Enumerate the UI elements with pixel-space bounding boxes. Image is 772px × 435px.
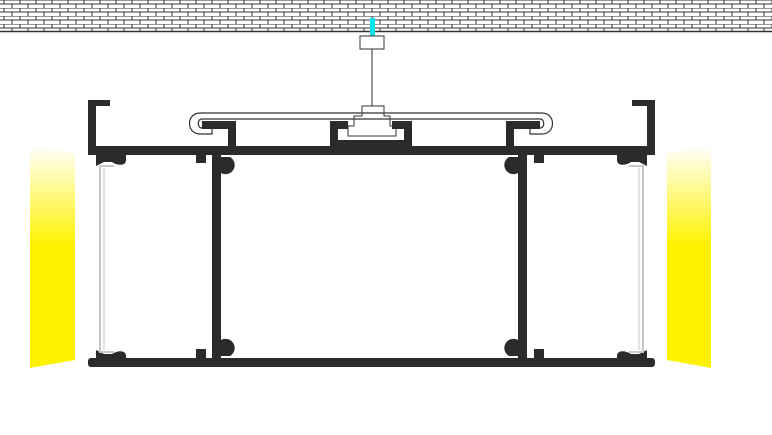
light-beam-left (30, 145, 75, 368)
fin-top-left (196, 155, 206, 163)
mounting-bracket (188, 112, 554, 135)
screw-port-bottom-left (221, 338, 235, 356)
diffuser-right (629, 165, 644, 353)
lip-bottom-right (617, 350, 647, 358)
profile-slot-left (202, 121, 236, 146)
light-emission (30, 145, 711, 368)
aluminium-profile (88, 100, 655, 367)
profile-center-channel (330, 121, 412, 146)
profile-right-hook (632, 100, 655, 146)
fin-top-right (534, 155, 544, 163)
profile-top-plate (88, 146, 655, 155)
fin-bottom-left (196, 349, 206, 358)
diffuser-left (99, 165, 114, 353)
light-beam-right (667, 145, 711, 368)
profile-slot-right (506, 121, 540, 146)
side-diffusers (99, 165, 644, 353)
ceiling (0, 0, 772, 33)
lip-bottom-left (96, 350, 126, 358)
fin-bottom-right (534, 349, 544, 358)
profile-left-hook (88, 100, 110, 146)
screw-port-top-right (504, 157, 518, 175)
profile-inner-wall-left (212, 155, 221, 360)
suspension-kit (347, 18, 397, 137)
suspension-clip (347, 105, 397, 137)
lip-top-left (96, 155, 126, 166)
screw-port-bottom-right (504, 338, 518, 356)
screw-port-top-left (221, 157, 235, 175)
ceiling-cup (359, 35, 385, 50)
ceiling-brick-band (0, 0, 772, 32)
ceiling-anchor-icon (370, 18, 375, 42)
lip-top-right (617, 155, 647, 166)
profile-bottom-plate (88, 358, 655, 367)
profile-inner-wall-right (518, 155, 527, 360)
